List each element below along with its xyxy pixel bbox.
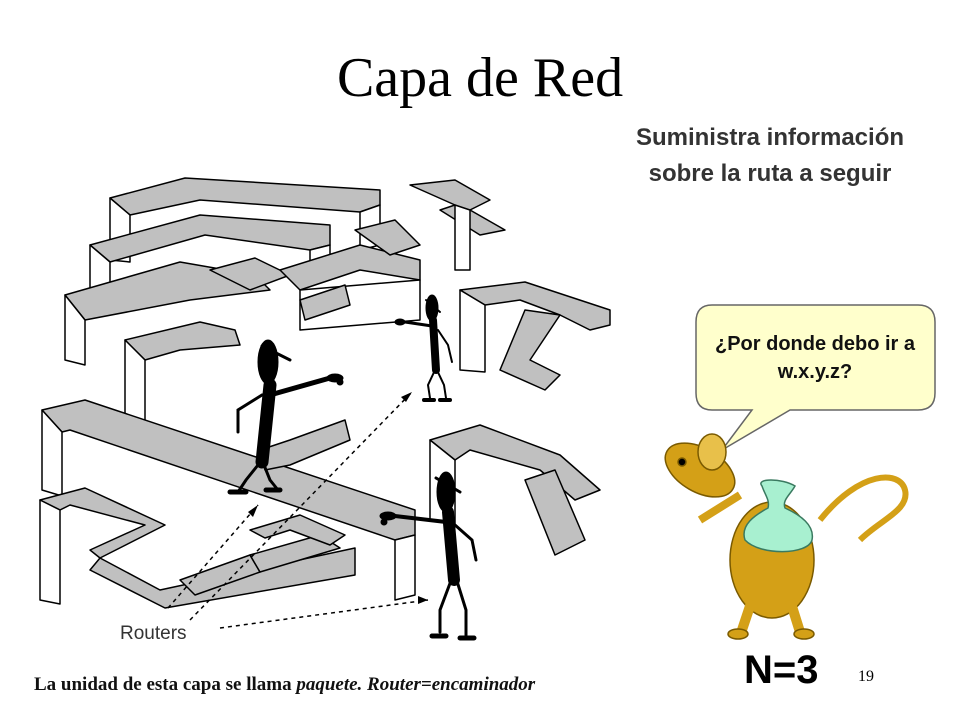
router-figure-2 [394, 294, 453, 402]
subtitle: Suministra información sobre la ruta a s… [635, 124, 905, 187]
router-arrows [167, 391, 429, 629]
footer-text: La unidad de esta capa se llama paquete.… [34, 674, 535, 696]
page-number: 19 [858, 668, 874, 685]
footer-text-part2: paquete. Router=encaminador [296, 674, 536, 695]
router-arrowheads [248, 392, 428, 604]
speech-bubble [695, 304, 936, 451]
bag-icon [743, 479, 814, 553]
router-figure-3 [379, 471, 478, 641]
footer-text-part1: La unidad de esta capa se llama [34, 674, 297, 695]
speech-bubble-text: ¿Por donde debo ir a w.x.y.z? [714, 333, 915, 383]
mouse-illustration [664, 433, 909, 640]
layer-label: N=3 [744, 648, 819, 692]
routers-label: Routers [120, 623, 187, 644]
router-figure-1 [227, 339, 344, 495]
maze-walls [39, 177, 611, 609]
page-title: Capa de Red [336, 47, 624, 109]
